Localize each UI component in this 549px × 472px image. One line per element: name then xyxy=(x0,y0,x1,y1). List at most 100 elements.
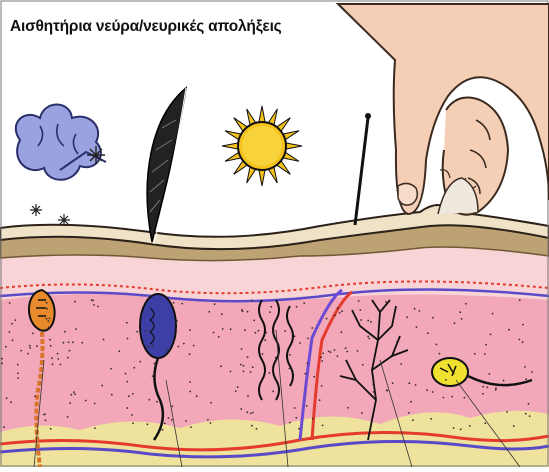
dermis-dot xyxy=(69,402,71,404)
needle-icon xyxy=(355,113,371,225)
dermis-dot xyxy=(132,393,134,395)
dermis-dot xyxy=(250,413,252,415)
dermis-dot xyxy=(139,361,141,363)
dermis-dot xyxy=(372,383,374,385)
dermis-dot xyxy=(207,419,209,421)
dermis-dot xyxy=(252,366,254,368)
dermis-dot xyxy=(307,338,309,340)
dermis-dot xyxy=(503,380,505,382)
dermis-dot xyxy=(72,341,74,343)
dermis-dot xyxy=(49,318,51,320)
dermis-dot xyxy=(519,299,521,301)
dermis-dot xyxy=(214,303,216,305)
dermis-dot xyxy=(183,343,185,345)
dermis-dot xyxy=(131,414,133,416)
dermis-dot xyxy=(189,329,191,331)
dermis-dot xyxy=(386,389,388,391)
dermis-dot xyxy=(464,397,466,399)
dermis-dot xyxy=(126,322,128,324)
dermis-dot xyxy=(294,407,296,409)
dermis-dot xyxy=(251,300,253,302)
dermis-dot xyxy=(196,395,198,397)
dermis-dot xyxy=(265,332,267,334)
dermis-dot xyxy=(359,309,361,311)
dermis-dot xyxy=(370,321,372,323)
dermis-dot xyxy=(171,419,173,421)
dermis-dot xyxy=(289,354,291,356)
dermis-dot xyxy=(181,303,183,305)
dermis-dot xyxy=(27,353,29,355)
dermis-dot xyxy=(294,335,296,337)
dermis-dot xyxy=(320,356,322,358)
dermis-dot xyxy=(299,342,301,344)
dermis-dot xyxy=(178,346,180,348)
dermis-dot xyxy=(210,422,212,424)
dermis-dot xyxy=(506,411,508,413)
cold-cloud-icon xyxy=(16,105,106,227)
dermis-dot xyxy=(362,364,364,366)
dermis-dot xyxy=(518,339,520,341)
dermis-dot xyxy=(484,353,486,355)
dermis-dot xyxy=(490,334,492,336)
dermis-dot xyxy=(50,345,52,347)
dermis-dot xyxy=(52,363,54,365)
dermis-dot xyxy=(220,365,222,367)
dermis-dot xyxy=(270,306,272,308)
dermis-dot xyxy=(330,351,332,353)
dermis-dot xyxy=(495,389,497,391)
dermis-dot xyxy=(73,391,75,393)
dermis-dot xyxy=(17,364,19,366)
dermis-dot xyxy=(326,318,328,320)
dermis-dot xyxy=(345,347,347,349)
dermis-dot xyxy=(485,344,487,346)
dermis-dot xyxy=(322,353,324,355)
dermis-dot xyxy=(445,379,447,381)
dermis-dot xyxy=(110,368,112,370)
dermis-dot xyxy=(443,397,445,399)
dermis-dot xyxy=(525,378,527,380)
dermis-dot xyxy=(36,345,38,347)
dermis-dot xyxy=(94,427,96,429)
dermis-dot xyxy=(367,336,369,338)
dermis-dot xyxy=(208,311,210,313)
dermis-dot xyxy=(307,362,309,364)
dermis-dot xyxy=(432,317,434,319)
dermis-dot xyxy=(373,391,375,393)
dermis-dot xyxy=(168,417,170,419)
dermis-dot xyxy=(57,353,59,355)
dermis-dot xyxy=(289,422,291,424)
dermis-dot xyxy=(85,400,87,402)
dermis-dot xyxy=(272,391,274,393)
dermis-dot xyxy=(244,329,246,331)
dermis-dot xyxy=(367,320,369,322)
dermis-dot xyxy=(313,376,315,378)
dermis-dot xyxy=(17,377,19,379)
dermis-dot xyxy=(508,329,510,331)
dermis-dot xyxy=(164,423,166,425)
dermis-dot xyxy=(60,364,62,366)
dermis-dot xyxy=(439,353,441,355)
dermis-dot xyxy=(218,336,220,338)
dermis-dot xyxy=(357,350,359,352)
dermis-dot xyxy=(176,320,178,322)
dermis-dot xyxy=(385,301,387,303)
dermis-dot xyxy=(240,408,242,410)
dermis-dot xyxy=(145,330,147,332)
dermis-dot xyxy=(252,412,254,414)
dermis-dot xyxy=(51,357,53,359)
dermis-dot xyxy=(154,363,156,365)
dermis-dot xyxy=(50,428,52,430)
dermis-dot xyxy=(49,339,51,341)
dermis-dot xyxy=(17,372,19,374)
dermis-dot xyxy=(74,301,76,303)
dermis-dot xyxy=(43,414,45,416)
dermis-dot xyxy=(368,338,370,340)
dermis-dot xyxy=(273,330,275,332)
dermis-dot xyxy=(531,371,533,373)
sun-icon xyxy=(222,106,302,186)
dermis-dot xyxy=(406,316,408,318)
dermis-dot xyxy=(171,405,173,407)
dermis-dot xyxy=(375,395,377,397)
dermis-dot xyxy=(336,355,338,357)
dermis-dot xyxy=(262,353,264,355)
